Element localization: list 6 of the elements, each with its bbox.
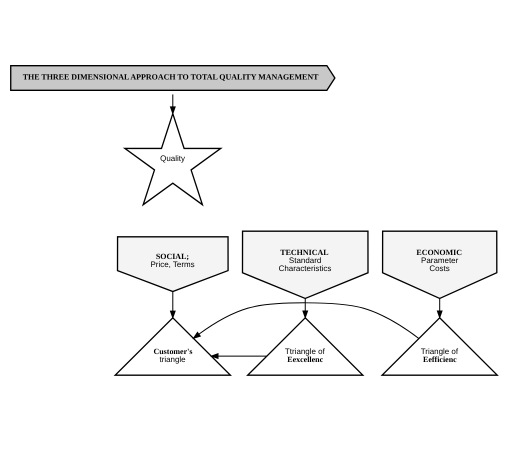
arrow	[436, 298, 443, 320]
arrow	[170, 291, 176, 320]
arrow	[170, 94, 176, 116]
arrow	[192, 302, 420, 340]
arrow	[302, 298, 308, 320]
arrow	[210, 353, 268, 360]
